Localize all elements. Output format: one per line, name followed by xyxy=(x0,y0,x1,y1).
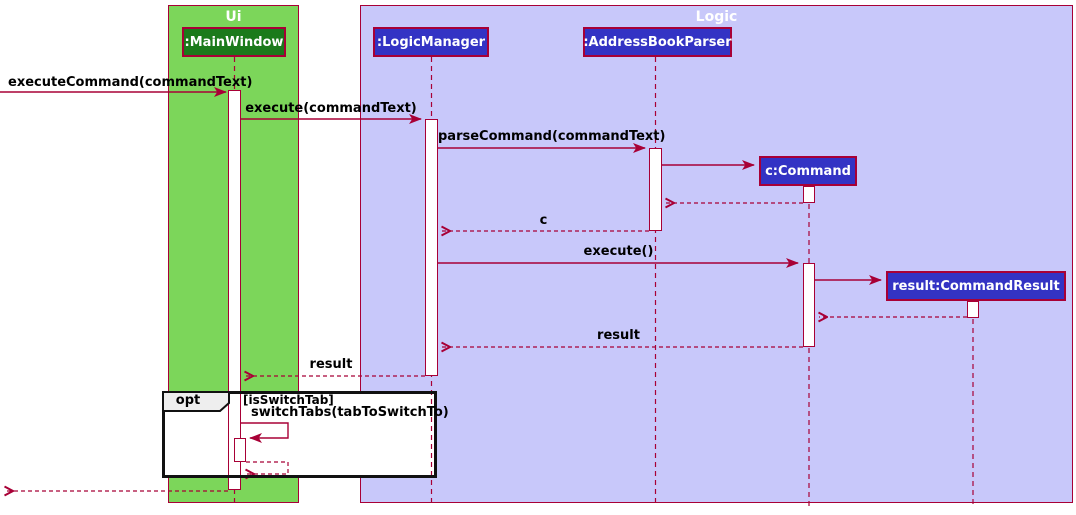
participant-command-result: result:CommandResult xyxy=(886,271,1066,301)
participant-address-book-parser: :AddressBookParser xyxy=(583,27,732,57)
message-label-execute-call: execute() xyxy=(583,244,654,259)
participant-logic-manager-label: :LogicManager xyxy=(376,34,486,50)
activation-command-result xyxy=(967,301,979,318)
participant-address-book-parser-label: :AddressBookParser xyxy=(583,34,732,50)
participant-command: c:Command xyxy=(759,156,857,186)
activation-command-execute xyxy=(803,263,815,347)
activation-address-book-parser xyxy=(649,148,662,231)
participant-command-label: c:Command xyxy=(765,163,851,179)
logic-frame: Logic xyxy=(360,5,1073,503)
logic-frame-title: Logic xyxy=(695,9,738,25)
opt-pentagon-shape xyxy=(162,391,230,412)
opt-pentagon xyxy=(162,391,230,412)
message-label-result-to-main-window: result xyxy=(309,357,353,372)
activation-logic-manager xyxy=(425,119,438,376)
participant-logic-manager: :LogicManager xyxy=(373,27,489,57)
message-label-result-to-logic-manager: result xyxy=(597,328,640,343)
message-label-execute-command: executeCommand(commandText) xyxy=(8,75,253,90)
opt-fragment-border xyxy=(162,391,437,478)
activation-command-create xyxy=(803,186,815,203)
participant-main-window: :MainWindow xyxy=(182,27,286,57)
message-label-execute-text: execute(commandText) xyxy=(245,101,417,116)
message-label-switch-tabs: switchTabs(tabToSwitchTo) xyxy=(251,405,449,420)
participant-command-result-label: result:CommandResult xyxy=(892,278,1060,294)
message-label-return-c: c xyxy=(539,213,548,228)
message-label-parse-command: parseCommand(commandText) xyxy=(438,129,666,144)
ui-frame-title: Ui xyxy=(225,9,242,25)
opt-operator-label: opt xyxy=(175,393,201,408)
participant-main-window-label: :MainWindow xyxy=(184,34,284,50)
opt-guard-label: [isSwitchTab] xyxy=(243,393,334,407)
